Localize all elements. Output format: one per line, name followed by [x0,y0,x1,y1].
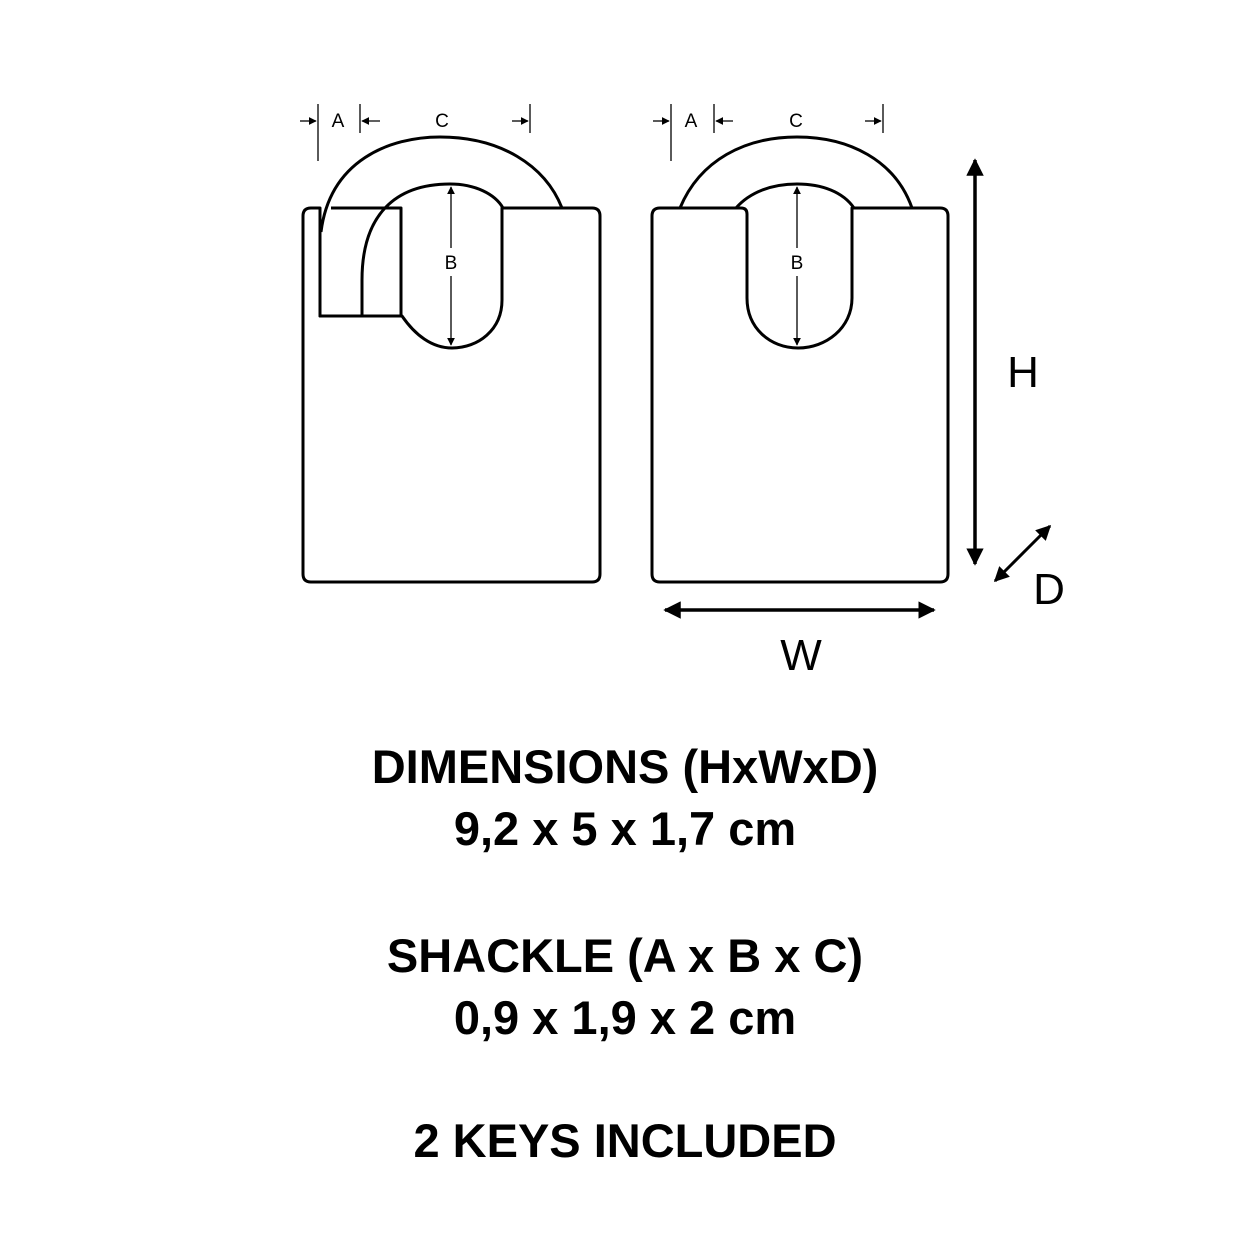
left-lock-dimension-marks [300,104,531,346]
left-lock-body [301,206,602,584]
dimensions-title: DIMENSIONS (HxWxD) [371,740,879,793]
left-lock-shackle-inner-arc [360,182,505,316]
shackle-value: 0,9 x 1,9 x 2 cm [453,991,797,1044]
right-lock-label-a: A [685,111,698,132]
padlock-dimension-diagram: A C B A C B H W D [300,104,1065,680]
depth-label: D [1033,565,1065,614]
shackle-spec: SHACKLE (A x B x C) 0,9 x 1,9 x 2 cm [0,925,1250,1049]
right-lock-label-b: B [791,253,804,274]
left-lock-shackle-leg [318,206,403,318]
dimensions-value: 9,2 x 5 x 1,7 cm [453,802,797,855]
right-lock-dimension-marks [653,104,884,346]
left-lock-label-c: C [435,111,449,132]
right-padlock [650,135,950,584]
dimensions-spec: DIMENSIONS (HxWxD) 9,2 x 5 x 1,7 cm [0,736,1250,860]
keys-text: 2 KEYS INCLUDED [413,1114,837,1167]
right-lock-label-c: C [789,111,803,132]
keys-included-note: 2 KEYS INCLUDED [0,1110,1250,1172]
right-lock-body [650,206,950,584]
overall-dimension-arrows [663,158,1052,619]
left-padlock [301,135,602,584]
depth-arrow [993,524,1052,583]
height-label: H [1007,348,1039,397]
left-lock-shackle-outer-arc [319,135,564,233]
width-label: W [780,631,822,680]
left-lock-label-b: B [445,253,458,274]
right-lock-shackle-outer-arc [678,135,914,209]
shackle-title: SHACKLE (A x B x C) [386,929,864,982]
left-lock-label-a: A [332,111,345,132]
right-lock-shackle-inner-arc [734,182,856,210]
